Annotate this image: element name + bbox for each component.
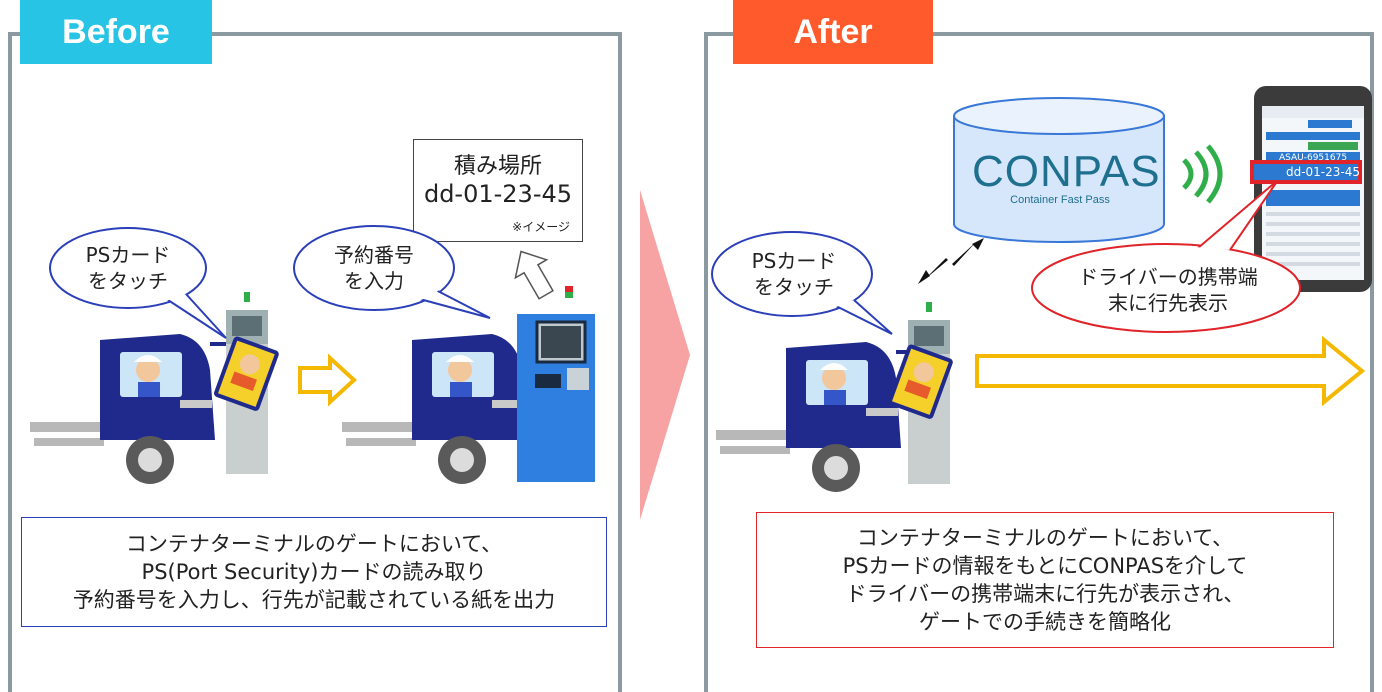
bubble-line: PSカード xyxy=(751,249,837,273)
after-tag: After xyxy=(733,0,933,64)
speech-bubble-shape xyxy=(711,231,893,335)
arrow-right-long-icon xyxy=(975,335,1366,407)
after-panel xyxy=(704,32,1374,692)
ps-card-icon xyxy=(214,336,279,411)
speech-bubble-shape xyxy=(293,225,491,319)
before-tag: Before xyxy=(20,0,212,64)
caption-line: ゲートでの手続きを簡略化 xyxy=(919,610,1171,634)
bubble-line: PSカード xyxy=(85,243,171,267)
caption-line: コンテナターミナルのゲートにおいて、 xyxy=(125,532,503,556)
phone-location-code: dd-01-23-45 xyxy=(1285,165,1360,179)
caption-line: PSカードの情報をもとにCONPASを介して xyxy=(842,554,1248,578)
bubble-line: をタッチ xyxy=(88,269,168,293)
ticket-note: ※イメージ xyxy=(512,220,570,234)
conpas-logo-subtitle: Container Fast Pass xyxy=(1010,194,1110,206)
ticket-title: 積み場所 xyxy=(453,154,542,179)
caption-line: コンテナターミナルのゲートにおいて、 xyxy=(856,526,1234,550)
phone-highlight-box xyxy=(1250,160,1362,184)
speech-bubble-shape xyxy=(1031,179,1301,333)
truck-icon xyxy=(342,334,540,484)
speech-bubble-shape xyxy=(49,227,227,339)
conpas-logo: CONPAS Container Fast Pass xyxy=(972,147,1161,207)
caption-line: 予約番号を入力し、行先が記載されている紙を出力 xyxy=(72,588,556,612)
communication-link-icon xyxy=(918,238,984,284)
arrow-right-icon xyxy=(298,353,357,407)
bubble-reservation: 予約番号 を入力 xyxy=(296,240,452,296)
location-ticket: 積み場所 dd-01-23-45 ※イメージ xyxy=(413,139,583,242)
bubble-line: 予約番号 xyxy=(334,243,414,267)
transition-arrow xyxy=(640,190,690,520)
database-icon xyxy=(953,97,1165,243)
caption-line: ドライバーの携帯端末に行先が表示され、 xyxy=(845,582,1245,606)
smartphone-icon xyxy=(1254,86,1372,292)
bubble-ps-card: PSカード をタッチ xyxy=(716,246,872,302)
truck-icon xyxy=(716,342,914,492)
phone-container-number: ASAU-6951675 xyxy=(1278,153,1348,163)
ps-card-icon xyxy=(888,344,953,419)
before-panel xyxy=(8,32,622,692)
bubble-line: をタッチ xyxy=(754,275,834,299)
bubble-line: 末に行先表示 xyxy=(1108,291,1228,315)
bubble-ps-card: PSカード をタッチ xyxy=(50,240,206,296)
ticket-code: dd-01-23-45 xyxy=(423,180,573,208)
conpas-logo-text: CONPAS xyxy=(972,147,1161,196)
bubble-phone-display: ドライバーの携帯端 末に行先表示 xyxy=(1050,262,1286,318)
bubble-line: を入力 xyxy=(344,269,404,293)
arrow-up-icon xyxy=(514,250,554,300)
before-caption: コンテナターミナルのゲートにおいて、 PS(Port Security)カードの… xyxy=(21,517,607,627)
after-caption: コンテナターミナルのゲートにおいて、 PSカードの情報をもとにCONPASを介し… xyxy=(756,512,1334,648)
wireless-signal-icon xyxy=(1182,144,1223,204)
caption-line: PS(Port Security)カードの読み取り xyxy=(141,560,487,584)
bubble-line: ドライバーの携帯端 xyxy=(1078,265,1258,289)
kiosk-terminal-icon xyxy=(517,286,595,482)
truck-icon xyxy=(30,334,228,484)
